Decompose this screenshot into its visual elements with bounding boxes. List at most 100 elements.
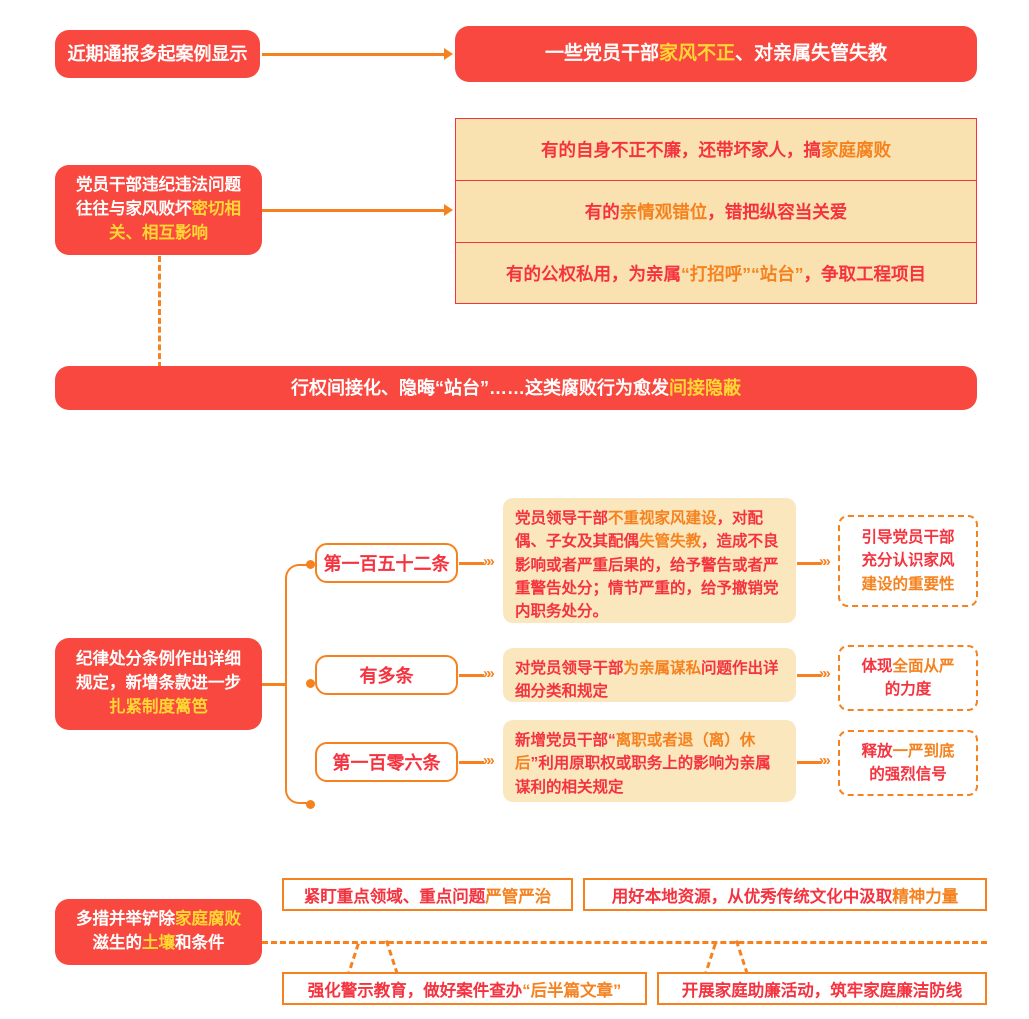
article-pill-2[interactable]: 有多条 <box>315 655 458 695</box>
example-plain1: 有的自身不正不廉，还带坏家人，搞 <box>541 140 821 160</box>
detail1-seg4: ，造成不良影响或者严重后果的，给予警告或者严重警告处分；情节严重的，给予撤销党内… <box>515 533 779 620</box>
cause-line2-plain: 往往与家风败坏 <box>76 200 192 219</box>
detail2-seg1: 为亲属谋私 <box>623 660 702 677</box>
regulation-anchor-box: 纪律处分条例作出详细 规定，新增条款进一步 扎紧制度篱笆 <box>55 638 262 730</box>
branch-dot-2 <box>306 679 315 688</box>
measure-box-3: 强化警示教育，做好案件查办“后半篇文章” <box>282 972 647 1005</box>
headline-part2: 、对亲属失管失教 <box>735 43 888 65</box>
example-highlight: 亲情观错位 <box>619 202 708 222</box>
source-box-label: 近期通报多起案例显示 <box>67 43 248 64</box>
connector-detail3-to-outcome <box>797 761 821 764</box>
detail2-seg0: 对党员领导干部 <box>515 660 624 677</box>
example-plain2: ，争取工程项目 <box>803 263 927 284</box>
source-box: 近期通报多起案例显示 <box>55 30 260 78</box>
detail3-seg0: 新增党员干部“ <box>515 732 616 749</box>
connector-pill2-to-detail <box>459 674 484 677</box>
outcome1-line1: 引导党员干部 <box>861 529 955 547</box>
branch-dot-1 <box>306 560 315 569</box>
summary-highlight: 间接隐蔽 <box>669 377 741 398</box>
article-detail-3: 新增党员干部“离职或者退（离）休后”利用原职权或职务上的影响为亲属谋利的相关规定 <box>503 720 796 802</box>
connector-cause-to-examples <box>262 209 448 212</box>
connector-detail1-to-outcome <box>797 562 821 565</box>
connector-source-to-headline <box>262 53 448 56</box>
cause-line1: 党员干部违纪违法问题 <box>76 176 241 195</box>
detail1-seg0: 党员领导干部 <box>515 510 609 527</box>
outcome3-line2: 的强烈信号 <box>869 766 947 783</box>
article-detail-1: 党员领导干部不重视家风建设，对配偶、子女及其配偶失管失教，造成不良影响或者严重后… <box>503 498 796 623</box>
outcome3-line1: 释放 <box>861 742 893 760</box>
measures-spine <box>262 941 987 944</box>
chevron-right-icon-3: »» <box>483 665 494 682</box>
example-plain1: 有的 <box>584 202 620 222</box>
measure1-plain1: 紧盯重点领域、重点问题 <box>303 887 486 906</box>
example-plain1: 有的公权私用，为亲属 <box>506 263 681 284</box>
example-plain2: ，错把纵容当关爱 <box>707 202 848 222</box>
example-highlight: “打招呼”“站台” <box>681 263 804 284</box>
detail3-seg1: 离职或者退（离）休后 <box>515 732 756 773</box>
reg-anchor-line1: 纪律处分条例作出详细 <box>76 650 241 669</box>
meas-anchor-line2-highlight: 土壤 <box>142 934 175 952</box>
outcome2-line1: 体现 <box>861 657 893 675</box>
examples-list: 有的自身不正不廉，还带坏家人，搞家庭腐败 有的亲情观错位，错把纵容当关爱 有的公… <box>455 118 977 304</box>
measure2-plain1: 用好本地资源，从优秀传统文化中汲取 <box>611 887 893 906</box>
outcome3-line1-highlight: 一严到底 <box>892 742 955 760</box>
example-row: 有的公权私用，为亲属“打招呼”“站台”，争取工程项目 <box>456 242 976 303</box>
connector-detail2-to-outcome <box>797 674 821 677</box>
cause-box: 党员干部违纪违法问题 往往与家风败坏密切相 关、相互影响 <box>55 165 262 255</box>
outcome2-line2: 的力度 <box>884 681 932 698</box>
example-highlight: 家庭腐败 <box>821 140 891 160</box>
outcome1-line3-highlight: 建设的重要性 <box>861 575 955 593</box>
measure2-highlight: 精神力量 <box>892 887 959 906</box>
detail3-seg2: ”利用原职权或职务上的影响为亲属谋利的相关规定 <box>515 755 771 796</box>
example-row: 有的自身不正不廉，还带坏家人，搞家庭腐败 <box>456 119 976 180</box>
measure3-highlight: “后半篇文章” <box>522 981 622 1000</box>
chevron-right-icon-5: »» <box>483 752 494 769</box>
outcome-box-2: 体现全面从严 的力度 <box>838 645 978 711</box>
measure-box-4: 开展家庭助廉活动，筑牢家庭廉洁防线 <box>657 972 987 1005</box>
outcome-box-1: 引导党员干部 充分认识家风 建设的重要性 <box>838 515 978 607</box>
connector-pill3-to-detail <box>459 761 484 764</box>
headline-part1: 一些党员干部 <box>544 43 659 65</box>
chevron-right-icon-6: »» <box>819 752 830 769</box>
example-row: 有的亲情观错位，错把纵容当关爱 <box>456 180 976 242</box>
detail2-seg2: 问题作出详细分类和规定 <box>515 660 779 701</box>
article-pill-2-label: 有多条 <box>359 666 414 686</box>
reg-anchor-line3-highlight: 扎紧制度篱笆 <box>109 697 208 716</box>
meas-anchor-line2-plain: 滋生的 <box>92 934 143 952</box>
meas-anchor-line1-highlight: 家庭腐败 <box>175 910 241 929</box>
article-pill-3[interactable]: 第一百零六条 <box>315 742 458 782</box>
measure4-plain1: 开展家庭助廉活动，筑牢家庭廉洁防线 <box>681 981 963 1000</box>
bracket-stem <box>262 683 286 686</box>
measure1-highlight: 严管严治 <box>485 887 552 906</box>
detail1-seg1: 不重视家风建设 <box>608 510 717 527</box>
measure3-plain1: 强化警示教育，做好案件查办 <box>307 981 523 1000</box>
arrowhead-icon-2 <box>444 204 453 216</box>
measure-box-2: 用好本地资源，从优秀传统文化中汲取精神力量 <box>583 878 987 911</box>
article-pill-3-label: 第一百零六条 <box>332 753 441 773</box>
outcome-box-3: 释放一严到底 的强烈信号 <box>838 730 978 796</box>
arrowhead-icon <box>444 48 453 60</box>
meas-anchor-line2-plain2: 和条件 <box>175 934 225 952</box>
bracket-icon <box>285 564 311 804</box>
cause-line2-highlight: 密切相 <box>191 200 242 219</box>
headline-highlight: 家风不正 <box>658 43 735 65</box>
chevron-right-icon-4: »» <box>819 665 830 682</box>
detail1-seg2: ，对配偶、子女及其配偶 <box>515 510 764 551</box>
connector-pill1-to-detail <box>459 562 484 565</box>
article-detail-2: 对党员领导干部为亲属谋私问题作出详细分类和规定 <box>503 648 796 702</box>
chevron-right-icon-2: »» <box>819 553 830 570</box>
outcome2-line1-highlight: 全面从严 <box>892 657 955 675</box>
chevron-right-icon: »» <box>483 553 494 570</box>
outcome1-line2: 充分认识家风 <box>861 552 955 570</box>
cause-line3-highlight: 关、相互影响 <box>109 223 208 242</box>
headline-box: 一些党员干部家风不正、对亲属失管失教 <box>455 26 977 82</box>
summary-box: 行权间接化、隐晦“站台”……这类腐败行为愈发间接隐蔽 <box>55 366 977 410</box>
measures-anchor-box: 多措并举铲除家庭腐败 滋生的土壤和条件 <box>55 899 262 965</box>
article-pill-1[interactable]: 第一百五十二条 <box>315 543 458 583</box>
reg-anchor-line2: 规定，新增条款进一步 <box>76 674 241 693</box>
meas-anchor-line1-plain: 多措并举铲除 <box>76 910 175 929</box>
connector-cause-to-summary <box>158 256 161 368</box>
article-pill-1-label: 第一百五十二条 <box>323 554 450 574</box>
detail1-seg3: 失管失教 <box>639 533 702 551</box>
